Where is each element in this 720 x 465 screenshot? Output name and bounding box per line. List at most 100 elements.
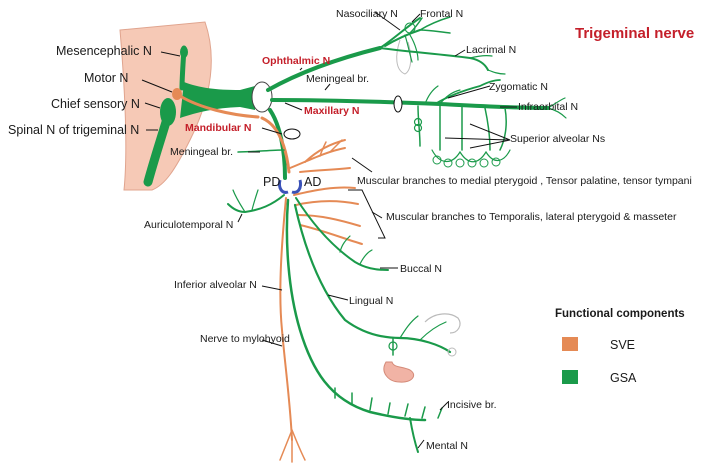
frontal-terminals — [409, 16, 451, 34]
legend-label-gsa: GSA — [610, 371, 637, 385]
label-muscular-medial: Muscular branches to medial pterygoid , … — [357, 175, 692, 187]
motor-nucleus — [172, 88, 182, 100]
leader-inferior-alveolar — [261, 285, 283, 291]
alveolar-loop-1 — [413, 117, 423, 127]
leader-lacrimal — [454, 49, 466, 57]
pterygopalatine-ganglion — [393, 95, 403, 113]
nasal-loop — [396, 39, 412, 75]
leader-incisive — [439, 401, 449, 411]
label-motor: Motor N — [84, 71, 128, 85]
infraorbital-terminals — [547, 97, 567, 119]
leader-frontal — [411, 13, 421, 23]
label-meningeal-ophthalmic: Meningeal br. — [306, 73, 369, 85]
label-meningeal-mandibular: Meningeal br. — [170, 146, 233, 158]
lingual-branch — [293, 203, 452, 354]
medial-pterygoid-twigs — [319, 139, 343, 157]
leader-meningeal-ophthalmic — [324, 83, 331, 91]
label-ophthalmic: Ophthalmic N — [262, 55, 330, 67]
spinal-nucleus — [143, 117, 171, 187]
label-incisive: Incisive br. — [447, 399, 497, 411]
leader-motor — [141, 79, 173, 93]
leader-muscular-temporalis — [371, 211, 383, 219]
label-ad: AD — [304, 175, 321, 189]
tongue-outline — [424, 313, 461, 334]
mesencephalic-nucleus-cap — [180, 46, 188, 58]
zygomatic-branch — [434, 79, 501, 105]
label-nerve-to-mylohyoid: Nerve to mylohyoid — [200, 333, 290, 345]
label-muscular-temporalis: Muscular branches to Temporalis, lateral… — [386, 211, 677, 223]
label-pd: PD — [263, 175, 280, 189]
otic-ganglion — [283, 128, 301, 140]
upper-tooth-2 — [443, 158, 453, 168]
leader-chief-sensory — [144, 102, 161, 109]
title: Trigeminal nerve — [575, 25, 694, 42]
leader-muscular-medial — [351, 157, 373, 173]
tongue-papilla — [447, 347, 457, 357]
frontal-branch — [384, 29, 421, 47]
nasal-terminals — [404, 34, 419, 63]
label-infraorbital: Infraorbital N — [518, 101, 578, 113]
eye-circle — [404, 22, 416, 34]
label-mandibular: Mandibular N — [185, 122, 252, 134]
motor-root — [178, 94, 260, 119]
legend-label-sve: SVE — [610, 338, 635, 352]
label-spinal: Spinal N of trigeminal N — [8, 123, 139, 137]
maxillary-muscular-twigs — [424, 85, 461, 105]
superior-alveolar-branches — [417, 105, 507, 151]
leader-auriculotemporal — [237, 213, 243, 223]
upper-tooth-3 — [455, 158, 465, 168]
ad-bracket — [291, 179, 302, 194]
mylohyoid-terminals — [279, 429, 306, 463]
leader-mandibular — [261, 127, 283, 135]
label-mental: Mental N — [426, 440, 468, 452]
label-lacrimal: Lacrimal N — [466, 44, 516, 56]
trigeminal-ganglion — [251, 81, 273, 113]
label-chief-sensory: Chief sensory N — [51, 97, 140, 111]
legend: Functional components SVE GSA — [555, 308, 685, 385]
auriculotemporal-twigs — [232, 189, 259, 213]
legend-swatch-sve — [562, 337, 578, 351]
upper-tooth-6 — [491, 157, 501, 167]
lingual-twigs — [399, 315, 447, 341]
nasociliary-branch — [379, 17, 421, 49]
legend-title: Functional components — [555, 308, 685, 320]
submandibular-gland — [383, 361, 415, 383]
upper-tooth-1 — [432, 155, 442, 165]
label-nasociliary: Nasociliary N — [336, 8, 398, 20]
buccal-twigs — [339, 235, 373, 265]
upper-tooth-5 — [479, 158, 489, 168]
leader-mylohyoid — [261, 339, 283, 347]
inferior-alveolar-branch — [285, 198, 427, 422]
label-superior-alveolar: Superior alveolar Ns — [510, 133, 605, 145]
leader-mesencephalic — [160, 51, 181, 57]
leader-zygomatic — [447, 85, 491, 99]
label-mesencephalic: Mesencephalic N — [56, 44, 152, 58]
nerve-to-mylohyoid — [279, 197, 293, 441]
label-auriculotemporal: Auriculotemporal N — [144, 219, 233, 231]
ophthalmic-trunk — [266, 46, 382, 92]
pd-bracket — [278, 179, 289, 194]
meningeal-branch-mandibular — [237, 149, 285, 153]
leader-mental — [417, 439, 425, 449]
leader-ophthalmic — [299, 67, 303, 71]
label-lingual: Lingual N — [349, 295, 393, 307]
mental-branch — [409, 417, 419, 453]
label-frontal: Frontal N — [420, 8, 463, 20]
lacrimal-terminals — [469, 55, 506, 75]
lower-teeth-twigs — [334, 387, 443, 419]
sensory-root — [180, 82, 255, 118]
label-zygomatic: Zygomatic N — [489, 81, 548, 93]
label-buccal: Buccal N — [400, 263, 442, 275]
buccal-branch — [295, 197, 389, 271]
leader-superior-alveolar — [444, 123, 511, 149]
temporalis-branches — [293, 186, 363, 245]
label-maxillary: Maxillary N — [304, 105, 359, 117]
upper-tooth-4 — [467, 158, 477, 168]
mandibular-motor-root — [260, 116, 291, 174]
upper-teeth-plexus — [431, 149, 511, 163]
legend-swatch-gsa — [562, 370, 578, 384]
bracket-temporalis — [348, 189, 386, 239]
leader-nasociliary — [374, 11, 401, 31]
